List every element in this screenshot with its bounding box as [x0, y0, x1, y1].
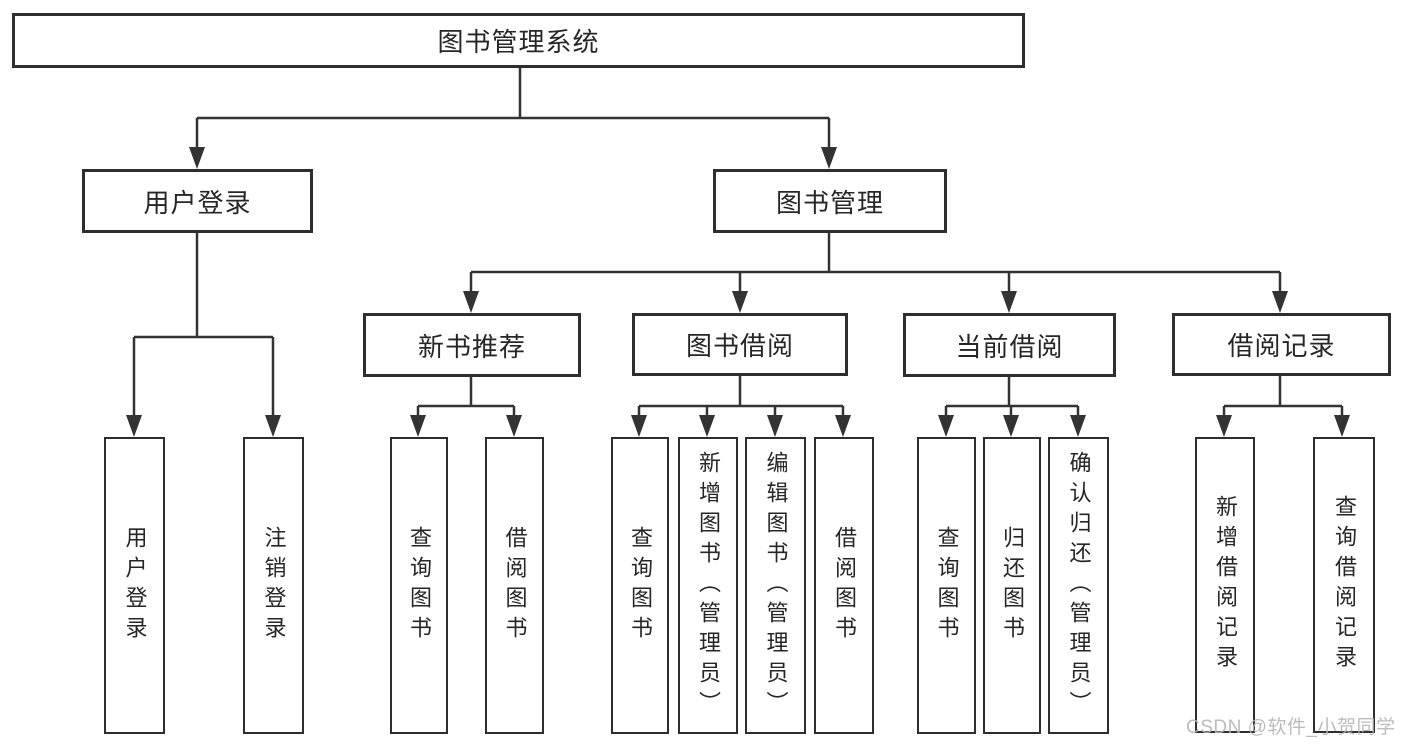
node-current-borrow: 当前借阅	[903, 313, 1116, 377]
node-library-system: 图书管理系统	[12, 13, 1025, 68]
node-borrow-records: 借阅记录	[1172, 313, 1391, 376]
node-leaf-edit-book-admin-label: 编辑图书（管理员）	[763, 450, 789, 721]
node-user-login: 用户登录	[82, 169, 313, 233]
node-library-system-label: 图书管理系统	[437, 27, 600, 57]
node-leaf-add-borrow-record: 新增借阅记录	[1195, 437, 1255, 733]
node-leaf-query-book-2: 查询图书	[611, 437, 669, 734]
node-leaf-confirm-return-admin-label: 确认归还（管理员）	[1066, 450, 1092, 721]
node-leaf-edit-book-admin: 编辑图书（管理员）	[745, 437, 806, 734]
node-leaf-borrow-book-2-label: 借阅图书	[832, 525, 857, 646]
node-leaf-confirm-return-admin: 确认归还（管理员）	[1048, 437, 1109, 734]
node-new-book-recommend-label: 新书推荐	[417, 331, 526, 362]
node-current-borrow-label: 当前借阅	[955, 331, 1064, 362]
arrowhead-icons	[126, 147, 1350, 437]
node-leaf-borrow-book-2: 借阅图书	[814, 437, 874, 734]
node-book-management: 图书管理	[713, 169, 947, 233]
node-leaf-add-borrow-record-label: 新增借阅记录	[1213, 495, 1238, 675]
node-leaf-query-book-2-label: 查询图书	[628, 525, 653, 646]
node-leaf-query-borrow-record: 查询借阅记录	[1313, 437, 1375, 733]
node-leaf-borrow-book-1-label: 借阅图书	[502, 525, 528, 646]
node-book-management-label: 图书管理	[775, 187, 884, 218]
node-borrow-records-label: 借阅记录	[1227, 331, 1336, 361]
node-leaf-logout-label: 注销登录	[261, 525, 287, 646]
node-leaf-user-login-label: 用户登录	[122, 525, 148, 646]
node-leaf-query-book-3-label: 查询图书	[934, 525, 960, 646]
node-leaf-query-book-3: 查询图书	[917, 437, 976, 734]
node-leaf-user-login: 用户登录	[104, 437, 165, 734]
connector-lines	[132, 68, 1344, 418]
node-leaf-return-book-label: 归还图书	[1000, 525, 1025, 646]
node-leaf-query-borrow-record-label: 查询借阅记录	[1332, 495, 1357, 675]
node-leaf-logout: 注销登录	[243, 437, 304, 734]
node-leaf-query-book-1: 查询图书	[390, 437, 448, 734]
node-new-book-recommend: 新书推荐	[363, 313, 581, 377]
node-leaf-return-book: 归还图书	[983, 437, 1041, 734]
watermark: CSDN @软件_小贺同学	[1186, 717, 1396, 738]
node-leaf-add-book-admin: 新增图书（管理员）	[678, 437, 738, 734]
node-leaf-query-book-1-label: 查询图书	[407, 525, 432, 646]
node-leaf-borrow-book-1: 借阅图书	[485, 437, 544, 734]
node-user-login-label: 用户登录	[143, 187, 252, 218]
node-leaf-add-book-admin-label: 新增图书（管理员）	[696, 450, 721, 721]
node-book-borrow: 图书借阅	[632, 313, 848, 376]
node-book-borrow-label: 图书借阅	[685, 331, 794, 361]
